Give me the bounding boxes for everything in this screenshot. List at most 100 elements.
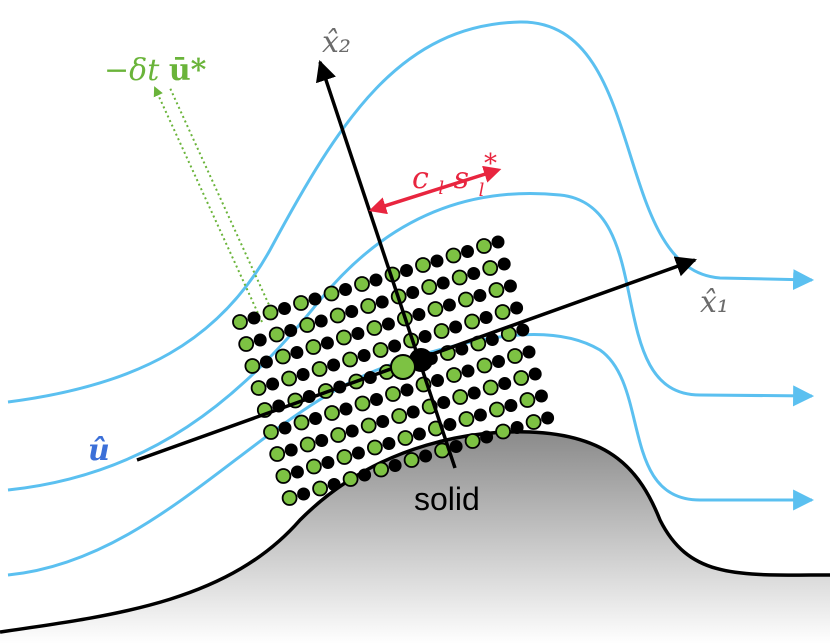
green-node xyxy=(354,276,370,292)
green-node xyxy=(446,367,462,383)
length-scale-c: c xyxy=(412,161,429,196)
black-node xyxy=(266,377,280,391)
black-node xyxy=(388,339,402,353)
black-node xyxy=(510,421,524,434)
black-node xyxy=(406,405,420,419)
black-node xyxy=(381,317,395,331)
black-node xyxy=(467,267,481,280)
green-node xyxy=(250,380,267,396)
green-node xyxy=(488,282,505,298)
black-node xyxy=(497,257,511,271)
green-node xyxy=(342,351,359,368)
green-node xyxy=(324,405,340,421)
black-node xyxy=(431,374,444,387)
black-node xyxy=(449,440,463,453)
displacement-label-vec: ū* xyxy=(169,53,207,88)
green-node xyxy=(281,370,298,387)
black-node xyxy=(284,443,298,457)
black-node xyxy=(516,323,530,337)
length-scale-l: l xyxy=(438,178,444,199)
green-node xyxy=(385,386,401,402)
black-node xyxy=(419,449,433,463)
green-node xyxy=(330,427,347,443)
black-node xyxy=(412,427,426,441)
green-node xyxy=(366,439,383,456)
black-node xyxy=(345,305,359,318)
black-node xyxy=(388,459,402,472)
green-node xyxy=(244,358,261,374)
black-node xyxy=(339,402,353,416)
green-node xyxy=(299,436,316,453)
solid-body xyxy=(0,431,830,644)
black-node xyxy=(510,301,524,315)
green-node xyxy=(360,417,377,434)
green-node xyxy=(366,320,383,336)
black-node xyxy=(480,430,494,444)
black-node xyxy=(491,235,505,249)
green-node xyxy=(238,336,255,352)
green-node xyxy=(433,323,450,339)
black-node xyxy=(309,412,322,425)
displacement-label: −δt ū* xyxy=(104,53,207,88)
green-node xyxy=(403,452,420,468)
black-node xyxy=(461,364,475,378)
green-node xyxy=(427,301,444,317)
velocity-label: û xyxy=(88,433,110,468)
black-node xyxy=(406,286,420,299)
black-node xyxy=(436,276,450,290)
green-node xyxy=(482,379,499,396)
black-node xyxy=(290,465,304,479)
green-node xyxy=(458,411,475,427)
black-node xyxy=(370,393,383,406)
green-node xyxy=(476,238,492,254)
black-node xyxy=(534,389,548,403)
black-node xyxy=(351,446,365,460)
green-node xyxy=(457,291,474,308)
green-node xyxy=(451,269,468,286)
black-node xyxy=(412,308,426,321)
green-node xyxy=(445,247,462,264)
black-node xyxy=(376,415,390,428)
black-node xyxy=(400,383,414,397)
black-node xyxy=(357,349,371,362)
length-scale-arrow xyxy=(368,165,502,215)
black-node xyxy=(327,358,341,372)
black-node xyxy=(296,368,310,381)
black-node xyxy=(297,487,311,501)
black-node xyxy=(327,478,341,491)
black-node xyxy=(314,314,328,328)
green-node xyxy=(293,414,310,431)
black-node xyxy=(375,295,389,309)
black-node xyxy=(369,273,383,287)
black-node xyxy=(278,302,291,315)
green-node xyxy=(476,357,493,374)
green-node xyxy=(421,279,438,295)
black-node xyxy=(400,264,413,277)
green-node xyxy=(519,392,536,408)
black-node xyxy=(278,421,292,435)
green-node xyxy=(305,458,322,475)
black-node xyxy=(321,456,335,469)
black-node xyxy=(449,320,463,334)
green-node xyxy=(495,423,512,440)
green-node xyxy=(488,401,505,418)
green-node xyxy=(232,314,248,330)
black-node xyxy=(485,333,499,346)
black-node xyxy=(442,298,456,312)
green-node xyxy=(312,480,329,497)
center-green-node xyxy=(390,354,416,380)
green-node xyxy=(415,257,431,273)
length-scale-s: s xyxy=(454,161,469,196)
green-node xyxy=(372,342,389,358)
green-node xyxy=(525,414,542,430)
black-node xyxy=(498,377,512,390)
black-node xyxy=(418,330,432,343)
green-node xyxy=(464,433,481,449)
green-node xyxy=(373,461,390,478)
green-node xyxy=(391,408,408,424)
black-node xyxy=(504,399,518,412)
green-node xyxy=(268,326,285,343)
green-node xyxy=(262,304,279,321)
green-node xyxy=(335,329,352,346)
